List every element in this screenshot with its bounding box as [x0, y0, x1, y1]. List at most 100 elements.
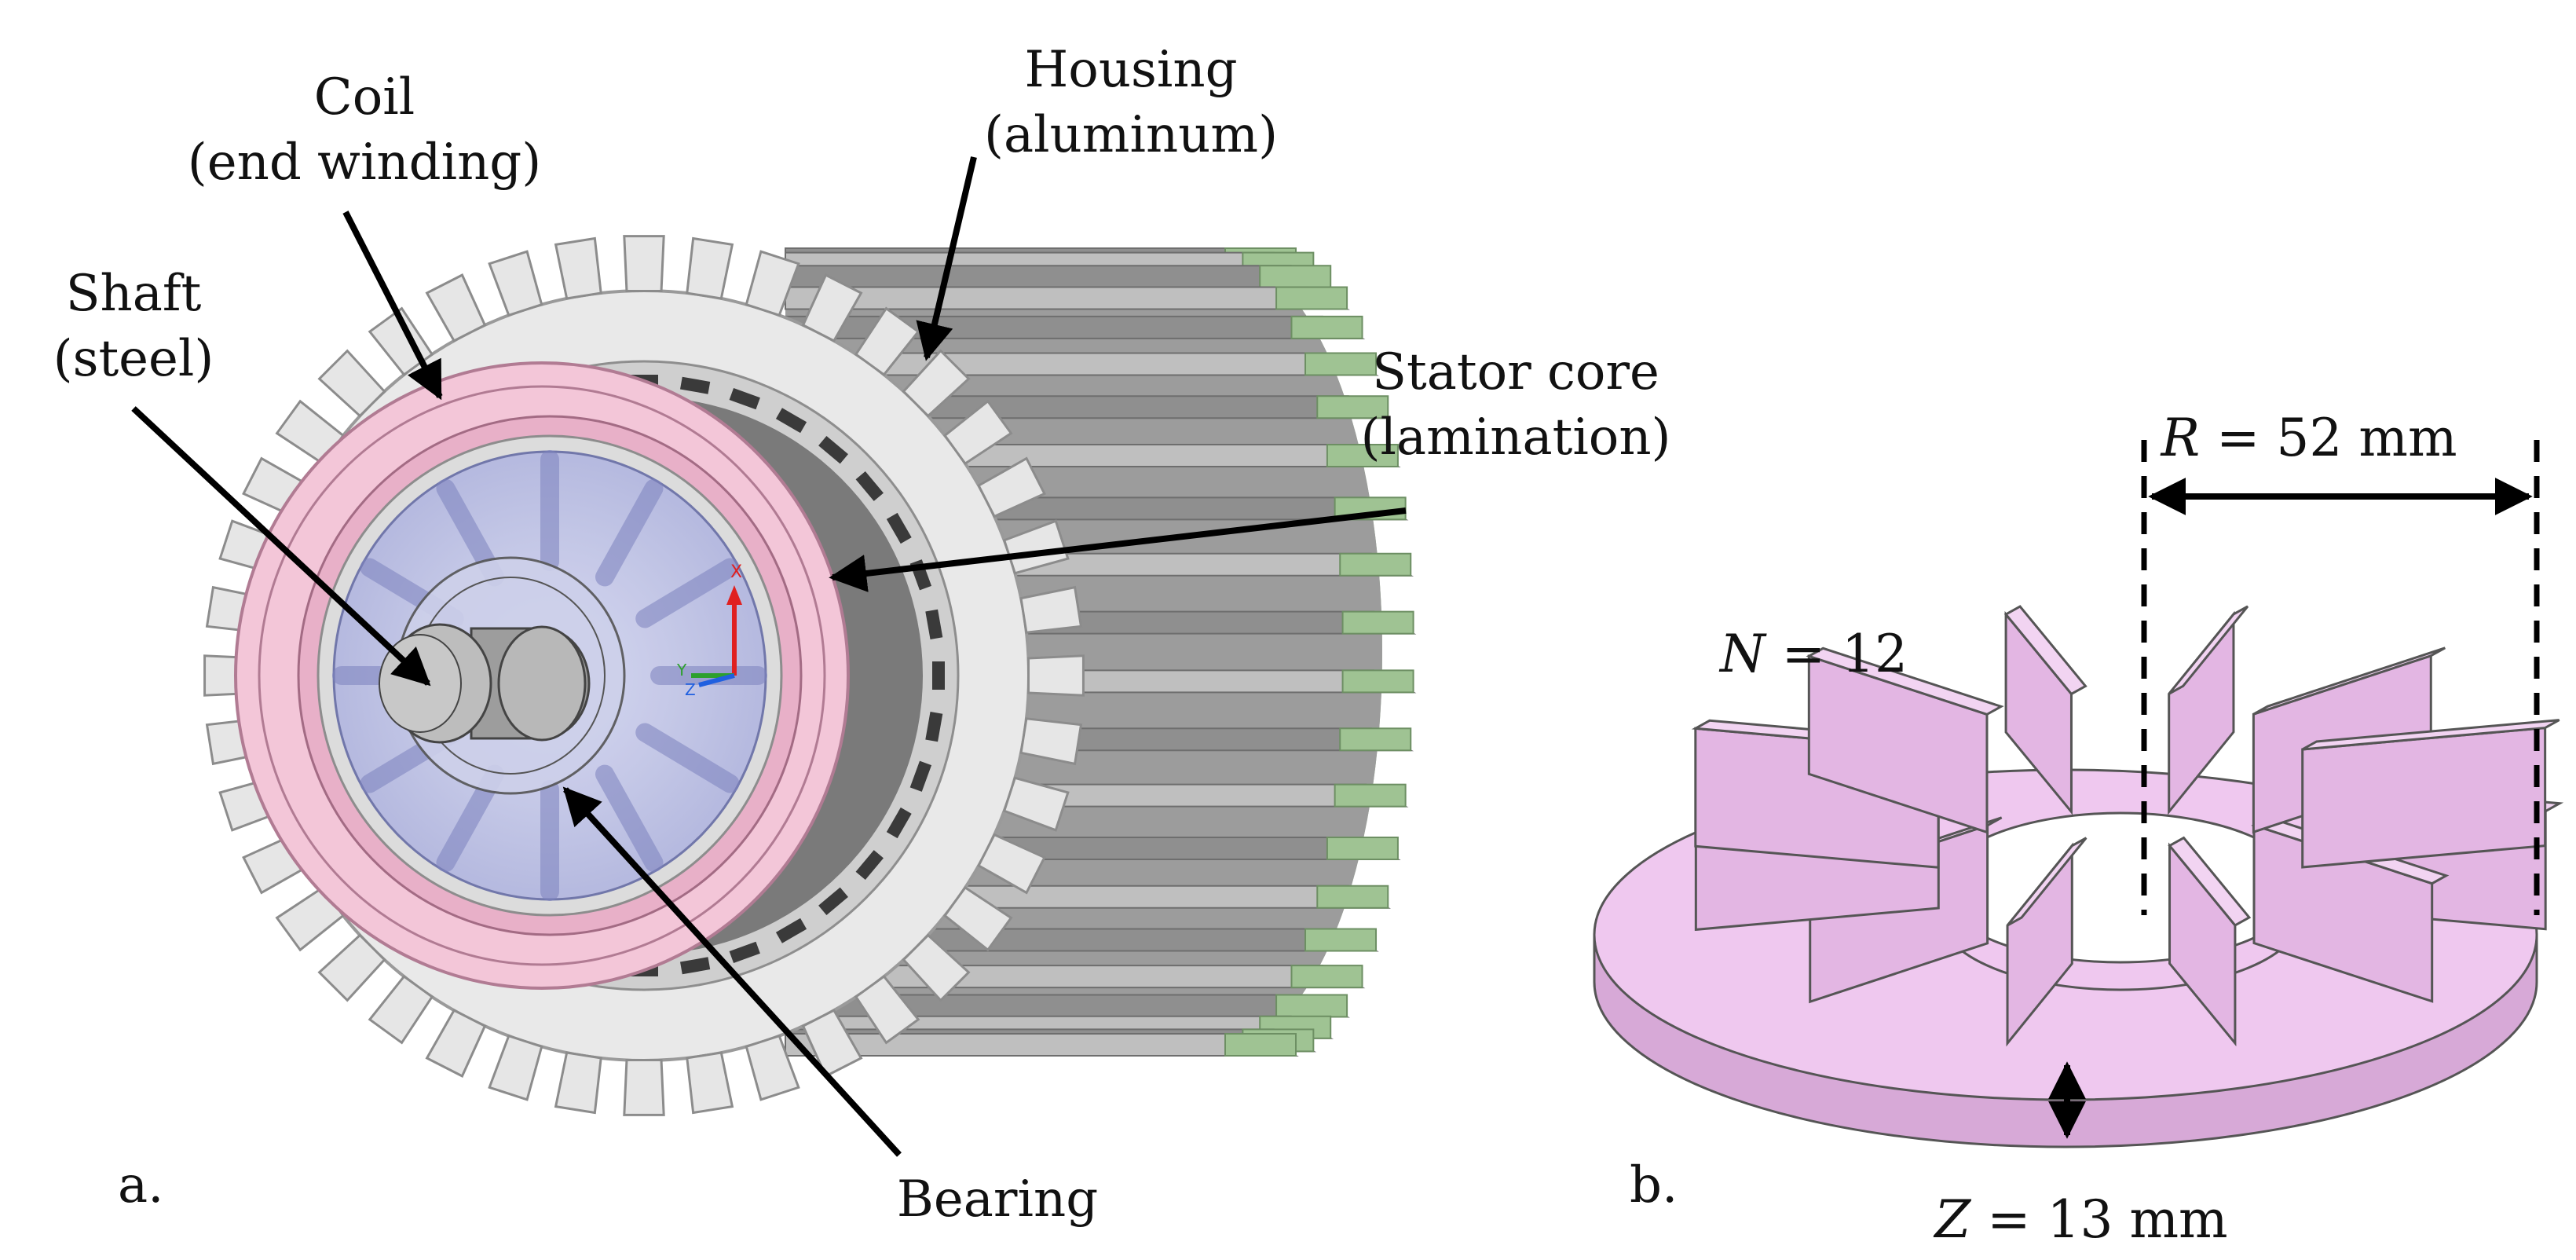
z-value: = 13 mm	[1987, 1189, 2227, 1250]
housing-tooth	[425, 1009, 487, 1078]
fan-blade	[635, 723, 740, 793]
housing-tooth	[425, 273, 487, 342]
stator-label-line2: (lamination)	[1360, 408, 1670, 467]
shaft-arrow	[131, 406, 431, 687]
axis-x-label: X	[730, 562, 742, 582]
n-label: N = 12	[1718, 624, 1908, 684]
housing-tooth	[317, 933, 386, 1002]
stator-fin-end	[1290, 965, 1363, 989]
r-value: = 52 mm	[2216, 408, 2457, 468]
housing-tooth	[554, 1051, 602, 1115]
stator-fin-end	[1339, 727, 1412, 752]
stator-slot	[855, 850, 884, 880]
r-symbol: R	[2160, 408, 2200, 468]
housing-fin	[785, 265, 1334, 289]
housing-tooth	[854, 975, 920, 1045]
z-symbol: Z	[1933, 1189, 1971, 1250]
housing-tooth	[317, 349, 386, 418]
stator-slot	[775, 408, 807, 434]
axis-triad: X Y Z	[676, 562, 742, 699]
fan-b-blades	[1691, 605, 2564, 1047]
z-label: Z = 13 mm	[1933, 1189, 2227, 1250]
housing-tooth	[1019, 717, 1083, 766]
stator-fin-end	[1275, 994, 1348, 1018]
fan-b-blade-top	[2301, 719, 2560, 751]
coil-arrow	[342, 211, 443, 401]
stator-fin-end	[1224, 1033, 1297, 1057]
panel-a-labels: Coil (end winding) Housing (aluminum) Sh…	[53, 41, 1671, 1229]
housing-tooth	[488, 250, 543, 317]
dimension-z: Z = 13 mm	[1933, 1061, 2228, 1250]
stator-slot	[886, 512, 912, 544]
stator-fin-end	[1326, 837, 1399, 860]
shaft	[379, 623, 591, 744]
stator-fin-end	[1341, 669, 1414, 694]
housing-tooth	[623, 1059, 665, 1116]
housing-tooth	[977, 456, 1046, 518]
housing-tooth	[977, 833, 1046, 895]
stator-slot	[925, 712, 943, 742]
stator-fin-end	[1275, 286, 1348, 310]
housing-tooth	[1027, 654, 1085, 697]
panel-b-fan: R = 52 mm N = 12 Z = 13 mm b.	[1593, 408, 2564, 1250]
housing-tooth	[745, 1034, 800, 1101]
stator-fin-end	[1316, 395, 1389, 419]
housing-tooth	[1002, 519, 1070, 575]
panel-a-label: a.	[118, 1156, 164, 1214]
dimension-r: R = 52 mm	[2141, 408, 2540, 915]
bearing-label: Bearing	[897, 1170, 1098, 1229]
stator-fin-end	[1339, 552, 1412, 577]
stator-fin-end	[1304, 928, 1378, 952]
housing-tooth	[488, 1034, 543, 1101]
coil-label-line2: (end winding)	[188, 134, 541, 192]
stator-fin-end	[1341, 610, 1414, 635]
fan-b-blade-top	[2168, 836, 2252, 927]
stator-slot	[680, 957, 711, 975]
stator-label-line1: Stator core	[1372, 343, 1659, 401]
housing-tooth	[943, 885, 1013, 952]
housing-label-line1: Housing	[1024, 41, 1237, 99]
axis-z-label: Z	[685, 680, 696, 699]
fan-b-blade-top	[2006, 837, 2088, 927]
stator-slot	[729, 941, 760, 964]
shaft-label-line1: Shaft	[66, 265, 202, 323]
stator-slot	[886, 807, 912, 839]
stator-fin-end	[1334, 783, 1407, 808]
housing-tooth	[554, 236, 602, 300]
n-symbol: N	[1718, 624, 1767, 684]
leader-arrows	[131, 156, 1407, 1157]
stator-fin-end	[1326, 444, 1399, 467]
fan-b-blade-top	[2168, 605, 2249, 695]
housing-tooth	[801, 273, 863, 342]
housing-tooth	[943, 399, 1013, 466]
stator-fin-end	[1316, 885, 1389, 909]
fan-blade	[635, 558, 740, 628]
r-label: R = 52 mm	[2160, 408, 2457, 468]
housing-fins	[785, 247, 1417, 1057]
shaft-label-line2: (steel)	[53, 330, 214, 388]
stator-slot	[729, 387, 760, 410]
stator-fin-end	[1259, 265, 1332, 289]
stator-slot	[855, 471, 884, 501]
stator-slot	[775, 918, 807, 943]
axis-y-label: Y	[676, 661, 687, 679]
housing-arrow	[916, 156, 977, 361]
fan-blade	[595, 478, 664, 587]
housing-fin	[785, 1033, 1299, 1057]
n-value: = 12	[1782, 624, 1908, 684]
stator-fin-end	[1304, 352, 1378, 376]
stator-fin-end	[1290, 315, 1363, 339]
housing-tooth	[686, 236, 734, 300]
housing-tooth	[686, 1051, 734, 1115]
fan-b-blade-top	[2003, 605, 2088, 696]
panel-b-label: b.	[1630, 1156, 1678, 1214]
fan-b-blade-top	[2252, 646, 2446, 716]
stator-slot	[932, 661, 945, 690]
housing-tooth	[902, 349, 971, 418]
housing-tooth	[902, 933, 971, 1002]
panel-a-motor: X Y Z Coil (end winding) Housing (alumin…	[53, 41, 1671, 1229]
housing-tooth	[1019, 585, 1083, 634]
stator-slot	[818, 887, 848, 915]
housing-tooth	[1002, 776, 1070, 832]
